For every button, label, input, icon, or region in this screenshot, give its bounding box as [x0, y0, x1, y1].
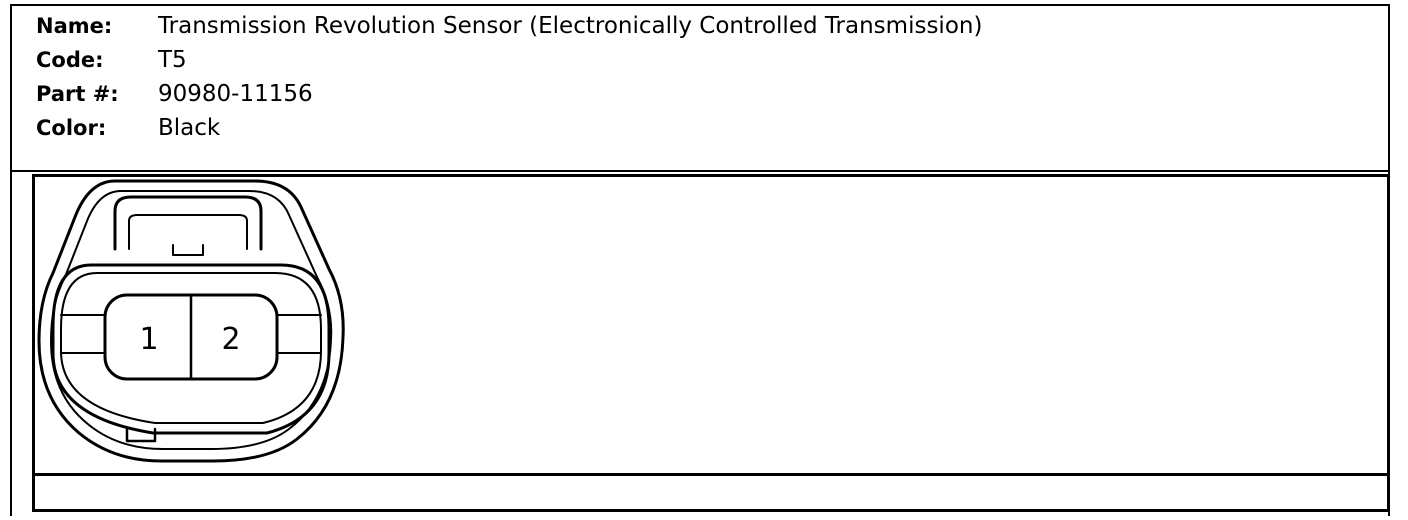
color-label: Color:: [36, 116, 107, 140]
key-notch: [125, 427, 157, 443]
pin-2-label: 2: [221, 322, 240, 357]
lock-latch: [113, 195, 263, 251]
code-label: Code:: [36, 48, 104, 72]
name-value: Transmission Revolution Sensor (Electron…: [158, 13, 983, 39]
part-number-value: 90980-11156: [158, 81, 313, 107]
header-divider: [10, 170, 1390, 172]
housing-outline: [37, 179, 345, 463]
pin-1-label: 1: [139, 322, 158, 357]
connector-image-panel: 1 2: [32, 174, 1390, 476]
face-ring-inner: [60, 272, 322, 424]
code-value: T5: [158, 47, 187, 73]
name-label: Name:: [36, 14, 113, 38]
right-rib: [276, 314, 322, 354]
color-value: Black: [158, 115, 221, 141]
connector-face-drawing: 1 2: [37, 179, 345, 463]
part-number-label: Part #:: [36, 82, 119, 106]
face-ring-outer: [51, 263, 331, 435]
empty-footer-panel: [32, 476, 1390, 512]
left-rib: [60, 314, 106, 354]
latch-tab: [172, 244, 204, 256]
lock-latch-inner: [128, 214, 248, 250]
